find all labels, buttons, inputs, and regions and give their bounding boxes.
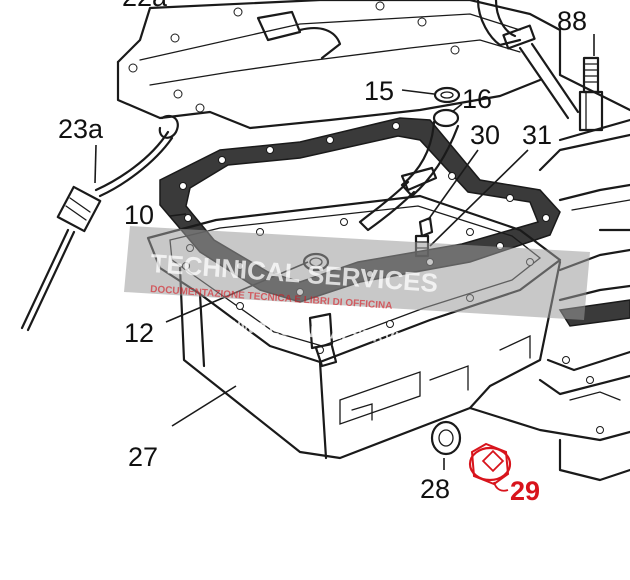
callout-labels: 22a 88 15 16 23a 30 31 10 12 27 28 29 bbox=[58, 0, 587, 506]
callout-16: 16 bbox=[462, 84, 492, 114]
callout-30: 30 bbox=[470, 120, 500, 150]
callout-27: 27 bbox=[128, 442, 158, 472]
watermark: TECHNICAL SERVICES DOCUMENTAZIONE TECNIC… bbox=[124, 226, 590, 352]
callout-23a: 23a bbox=[58, 114, 104, 144]
callout-31: 31 bbox=[522, 120, 552, 150]
drain-plug-29 bbox=[468, 442, 512, 492]
stud-88 bbox=[578, 34, 604, 132]
callout-28: 28 bbox=[420, 474, 450, 504]
bolt-30 bbox=[418, 149, 479, 238]
dipstick-23a bbox=[20, 114, 179, 332]
leader-10 bbox=[169, 213, 187, 217]
callout-10: 10 bbox=[124, 200, 154, 230]
callout-29: 29 bbox=[510, 476, 540, 506]
callout-22a: 22a bbox=[122, 0, 168, 12]
callout-88: 88 bbox=[557, 6, 587, 36]
callout-15: 15 bbox=[364, 76, 394, 106]
washer-28 bbox=[430, 420, 462, 470]
callout-12: 12 bbox=[124, 318, 154, 348]
top-rod bbox=[476, 0, 580, 120]
